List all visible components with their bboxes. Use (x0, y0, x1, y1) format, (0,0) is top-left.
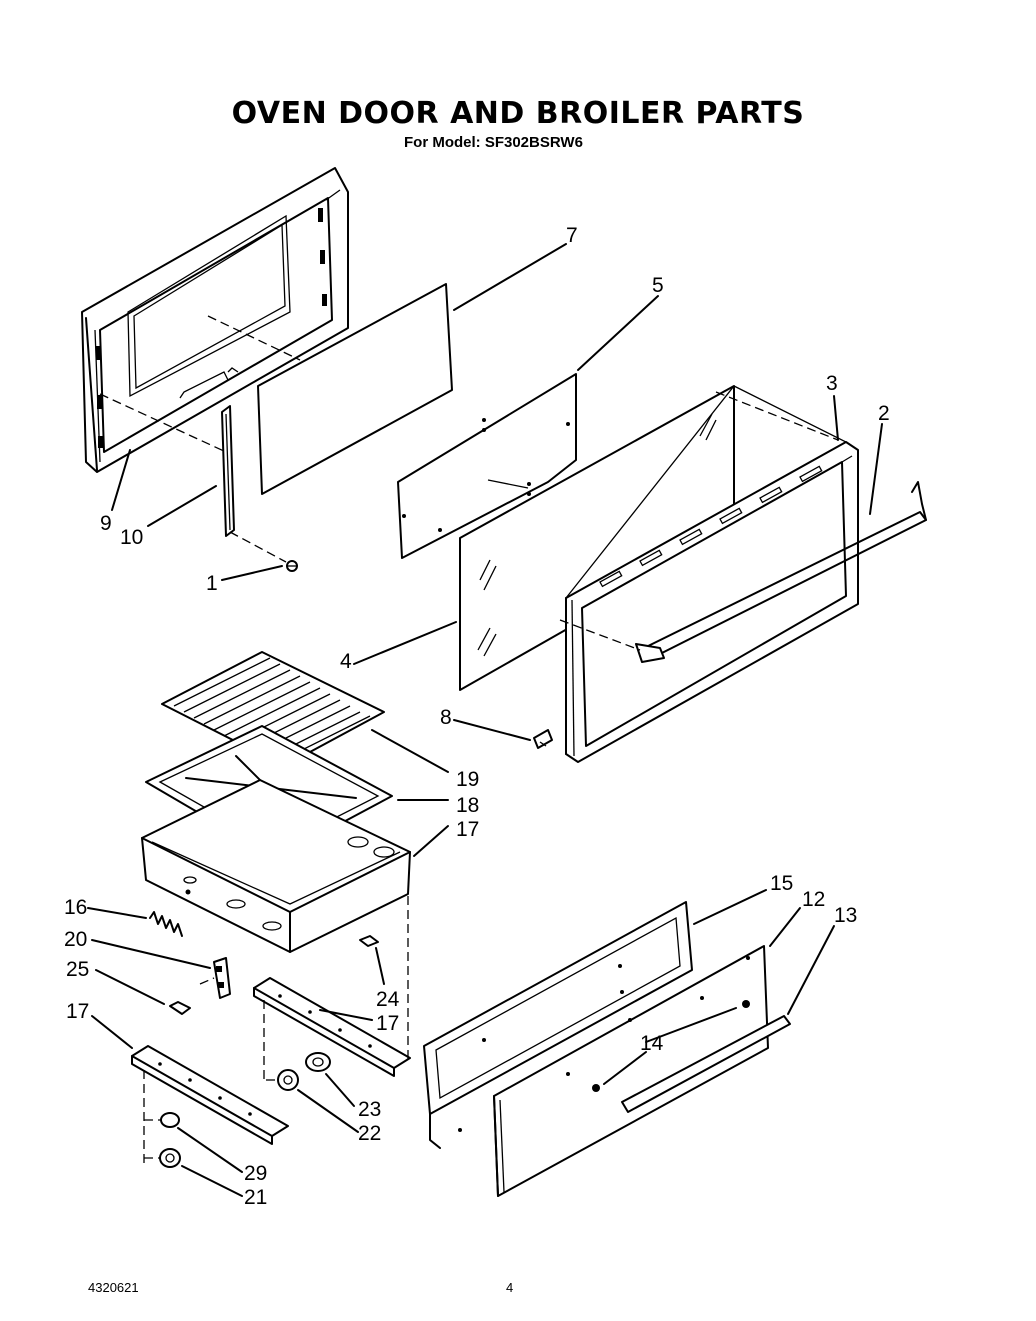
drawer-trim (621, 1015, 791, 1113)
callout-7: 7 (566, 224, 578, 247)
callout-17-right: 17 (376, 1012, 399, 1035)
callout-13: 13 (834, 904, 857, 927)
callout-18: 17 (456, 818, 479, 841)
document-part-number: 4320621 (88, 1280, 139, 1295)
drawer-front (493, 945, 769, 1197)
roller-24 (305, 1052, 331, 1072)
latch (213, 957, 231, 999)
callout-4: 4 (340, 650, 352, 673)
screw (286, 560, 298, 572)
callout-1: 1 (206, 572, 218, 595)
callout-21: 20 (64, 928, 87, 951)
spring (149, 911, 183, 937)
leader-lines (87, 243, 883, 1197)
callout-15: 15 (770, 872, 793, 895)
slide-rail-left (131, 1045, 289, 1145)
drawer-liner (423, 901, 693, 1149)
roller-22 (159, 1148, 181, 1168)
callout-22: 21 (244, 1186, 267, 1209)
callout-3: 3 (826, 372, 838, 395)
pin (359, 935, 379, 947)
model-subtitle: For Model: SF302BSRW6 (404, 134, 583, 151)
callout-29: 29 (244, 1162, 267, 1185)
callout-16: 16 (64, 896, 87, 919)
callout-2: 2 (878, 402, 890, 425)
page-title: OVEN DOOR AND BROILER PARTS (231, 96, 805, 131)
latch-screw (169, 1001, 191, 1015)
inner-glass (397, 373, 577, 559)
callout-8: 8 (440, 706, 452, 729)
callout-12: 12 (802, 888, 825, 911)
roller-29 (160, 1112, 180, 1128)
callout-23: 22 (358, 1122, 381, 1145)
callout-26: 25 (66, 958, 89, 981)
callout-14: 14 (640, 1032, 664, 1055)
door-channel (221, 405, 235, 537)
callout-9: 9 (100, 512, 112, 535)
outer-door-panel (565, 385, 859, 763)
slide-rail-right (253, 977, 411, 1077)
hinge-clip (533, 729, 553, 749)
callout-17-left: 17 (66, 1000, 89, 1023)
callout-25: 24 (376, 988, 400, 1011)
door-handle (635, 481, 927, 663)
callout-labels: 7 5 3 2 9 10 1 4 8 19 18 17 16 20 25 17 … (64, 224, 890, 1209)
callout-10: 10 (120, 526, 143, 549)
page-number: 4 (506, 1280, 514, 1295)
callout-5: 5 (652, 274, 664, 297)
door-insulation (257, 283, 453, 495)
roller-23 (277, 1069, 299, 1091)
callout-24: 23 (358, 1098, 381, 1121)
broiler-pan (141, 779, 411, 953)
callout-19: 18 (456, 794, 479, 817)
callout-20: 19 (456, 768, 479, 791)
